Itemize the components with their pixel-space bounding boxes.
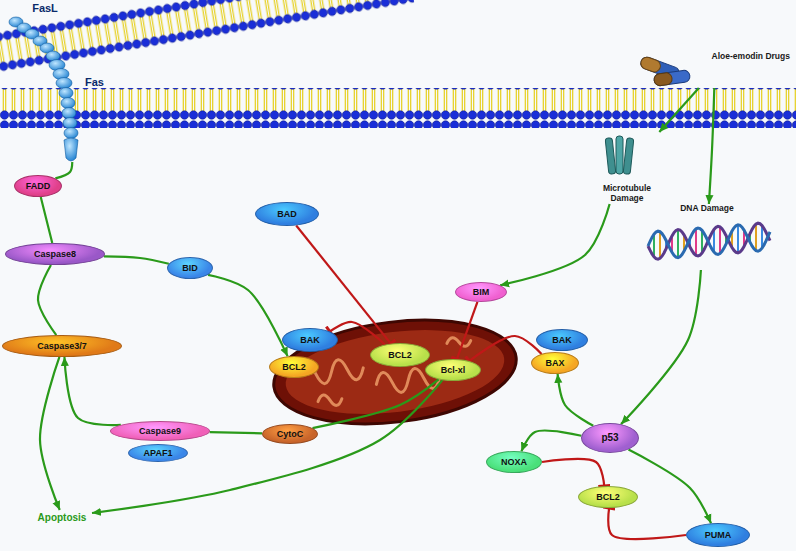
activation-arrow xyxy=(40,357,60,510)
node-label: DNA Damage xyxy=(680,204,734,214)
activation-arrow xyxy=(41,197,53,243)
node-label: CytoC xyxy=(277,429,304,439)
inhibition-line xyxy=(296,225,391,343)
fasl-ligand xyxy=(9,17,60,61)
protein-pill: APAF1 xyxy=(128,444,188,462)
inhibition-line xyxy=(330,322,385,345)
node-label: BCL2 xyxy=(388,350,412,360)
protein-pill: BCL2 xyxy=(269,356,319,378)
activation-arrow xyxy=(500,204,610,285)
protein-pill: FADD xyxy=(14,175,62,197)
inhibition-line xyxy=(608,508,686,539)
protein-pill: PUMA xyxy=(686,523,750,547)
protein-pill: BAK xyxy=(536,329,588,351)
dna-helix xyxy=(648,223,770,259)
protein-pill: Caspase9 xyxy=(110,421,210,441)
fas-receptor xyxy=(49,60,78,162)
activation-arrow xyxy=(628,450,711,524)
activation-arrow xyxy=(521,431,581,452)
inhibition-line xyxy=(469,336,541,361)
node-label: APAF1 xyxy=(144,448,173,458)
node-label: Fas xyxy=(85,76,104,89)
damage-label: DNA Damage xyxy=(640,204,774,270)
mitochondrion xyxy=(268,308,522,437)
node-label: FADD xyxy=(26,181,51,191)
microtubule-icon xyxy=(605,136,634,174)
protein-pill: Caspase3/7 xyxy=(2,335,122,357)
inhibition-line xyxy=(457,302,478,359)
node-label: BAK xyxy=(552,335,572,345)
node-label: Caspase9 xyxy=(139,426,181,436)
activation-arrow xyxy=(64,357,120,425)
activation-arrow xyxy=(558,374,594,426)
protein-pill: Caspase8 xyxy=(5,243,105,265)
node-label: BCL2 xyxy=(282,362,306,372)
activation-arrow xyxy=(709,88,714,204)
node-label: BAX xyxy=(545,358,564,368)
inhibition-line xyxy=(542,459,604,486)
protein-pill: CytoC xyxy=(262,424,318,444)
node-label: BCL2 xyxy=(596,492,620,502)
node-label: BID xyxy=(182,263,198,273)
protein-pill: BID xyxy=(167,257,213,279)
node-label: p53 xyxy=(601,432,618,444)
activation-arrow xyxy=(208,275,288,357)
node-label: Caspase3/7 xyxy=(37,341,87,351)
activation-arrow xyxy=(659,88,699,132)
activation-arrow xyxy=(38,265,56,335)
activation-arrow xyxy=(55,162,72,178)
protein-pill: BAK xyxy=(282,328,338,352)
node-label: BAD xyxy=(277,209,297,219)
protein-pill: BIM xyxy=(455,282,507,302)
protein-pill: Bcl-xl xyxy=(425,359,481,381)
cell-membrane xyxy=(0,88,796,128)
protein-pill: BAX xyxy=(531,352,579,374)
protein-pill: BCL2 xyxy=(578,486,638,508)
protein-pill: BAD xyxy=(255,202,319,226)
activation-arrow xyxy=(92,380,442,513)
node-label: FasL xyxy=(32,2,58,15)
node-label: Apoptosis xyxy=(38,512,87,524)
activation-arrow xyxy=(210,432,262,433)
node-label: PUMA xyxy=(705,530,732,540)
receptor-label: Fas xyxy=(60,76,104,162)
node-label: Microtubule Damage xyxy=(592,184,662,204)
node-label: Caspase8 xyxy=(34,249,76,259)
node-label: Bcl-xl xyxy=(441,365,466,375)
node-label: Aloe-emodin Drugs xyxy=(712,52,790,62)
ligand-label: FasL xyxy=(28,1,62,16)
activation-arrow xyxy=(104,256,169,263)
drug-pills xyxy=(639,56,691,87)
drug-label: Aloe-emodin Drugs xyxy=(640,52,790,88)
node-label: BIM xyxy=(473,287,490,297)
damage-label: Microtubule Damage xyxy=(588,132,666,204)
protein-pill: BCL2 xyxy=(370,343,430,367)
tilted-membrane xyxy=(0,0,414,75)
node-label: NOXA xyxy=(501,457,527,467)
activation-arrow xyxy=(621,270,701,424)
protein-pill: NOXA xyxy=(486,451,542,473)
node-label: BAK xyxy=(300,335,320,345)
activation-arrow xyxy=(313,379,439,428)
outcome-label: Apoptosis xyxy=(32,510,92,526)
protein-pill: p53 xyxy=(581,423,639,453)
